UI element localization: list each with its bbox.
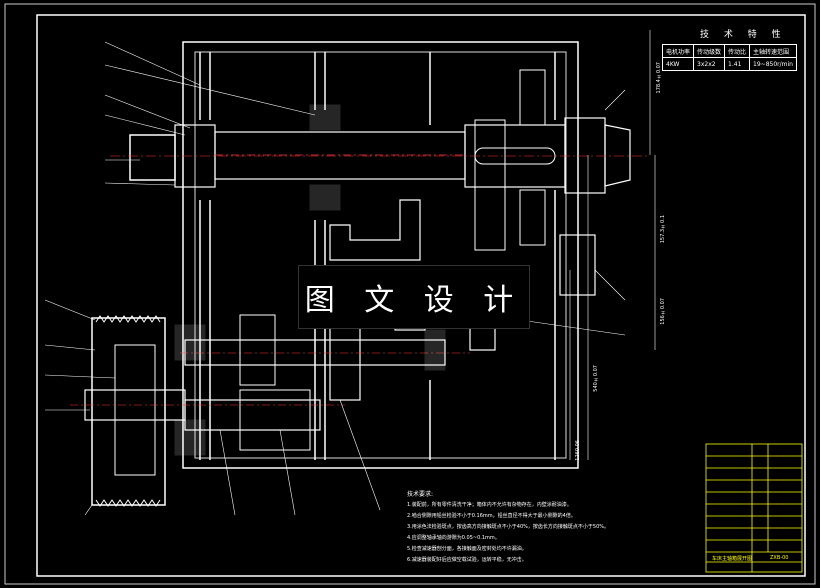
- drawing-name: 车床主轴箱展开图: [712, 556, 753, 562]
- note-item: 3.用涂色法检验斑点，按齿高方向接触斑点不小于40%，按齿长方向接触斑点不小于5…: [407, 524, 610, 530]
- tech-value-ratio: 1.41: [724, 57, 751, 71]
- tech-header-ratio: 传动比: [724, 44, 751, 58]
- input-shaft: [70, 314, 470, 507]
- technical-notes: 技术要求: 1.装配前，所有零件清洗干净；箱体内不允许有杂物存在，内壁涂耐油漆。…: [407, 489, 697, 566]
- dimension-lines: [569, 30, 656, 460]
- tech-value-stages: 3x2x2: [693, 57, 726, 71]
- dimension-label: 1260.06: [575, 440, 581, 461]
- gearbox-housing: [182, 41, 579, 469]
- note-item: 5.检查减速器剖分面，各接触面及密封处均不许漏油。: [407, 546, 527, 552]
- leader-lines: [44, 41, 626, 516]
- tech-value-power: 4KW: [661, 57, 695, 71]
- tech-spec-table: 电机功率 传动级数 传动比 主轴转速范围 4KW 3x2x2 1.41 19~8…: [661, 44, 797, 71]
- tech-spec-title: 技 术 特 性: [700, 30, 787, 40]
- inner-frame: [36, 14, 806, 577]
- dimension-label: 540±0.07: [593, 365, 599, 392]
- note-item: 4.应调整轴承轴向游隙为0.05~0.1mm。: [407, 535, 500, 541]
- tech-header-power: 电机功率: [661, 44, 695, 58]
- dimension-label: 178.4±0.07: [656, 62, 662, 94]
- tech-header-speed: 主轴转速范围: [749, 44, 797, 58]
- note-item: 1.装配前，所有零件清洗干净；箱体内不允许有杂物存在，内壁涂耐油漆。: [407, 502, 572, 508]
- note-item: 6.减速器装配好后应做空载试验，运转平稳，无冲击。: [407, 557, 527, 563]
- watermark-label: 图 文 设 计: [298, 265, 530, 329]
- title-block: [705, 443, 803, 573]
- main-spindle: [110, 69, 650, 251]
- tech-header-stages: 传动级数: [693, 44, 726, 58]
- drawing-code: ZXB-00: [770, 555, 789, 561]
- dimension-label: 156±0.07: [660, 298, 666, 325]
- dimension-label: 157.3±0.1: [660, 215, 666, 244]
- notes-title: 技术要求:: [407, 491, 434, 498]
- note-item: 2.啮合侧隙用铅丝检验不小于0.16mm，铅丝直径不得大于最小侧隙的4倍。: [407, 513, 576, 519]
- tech-value-speed: 19~850r/min: [749, 57, 797, 71]
- outer-frame: [4, 3, 816, 585]
